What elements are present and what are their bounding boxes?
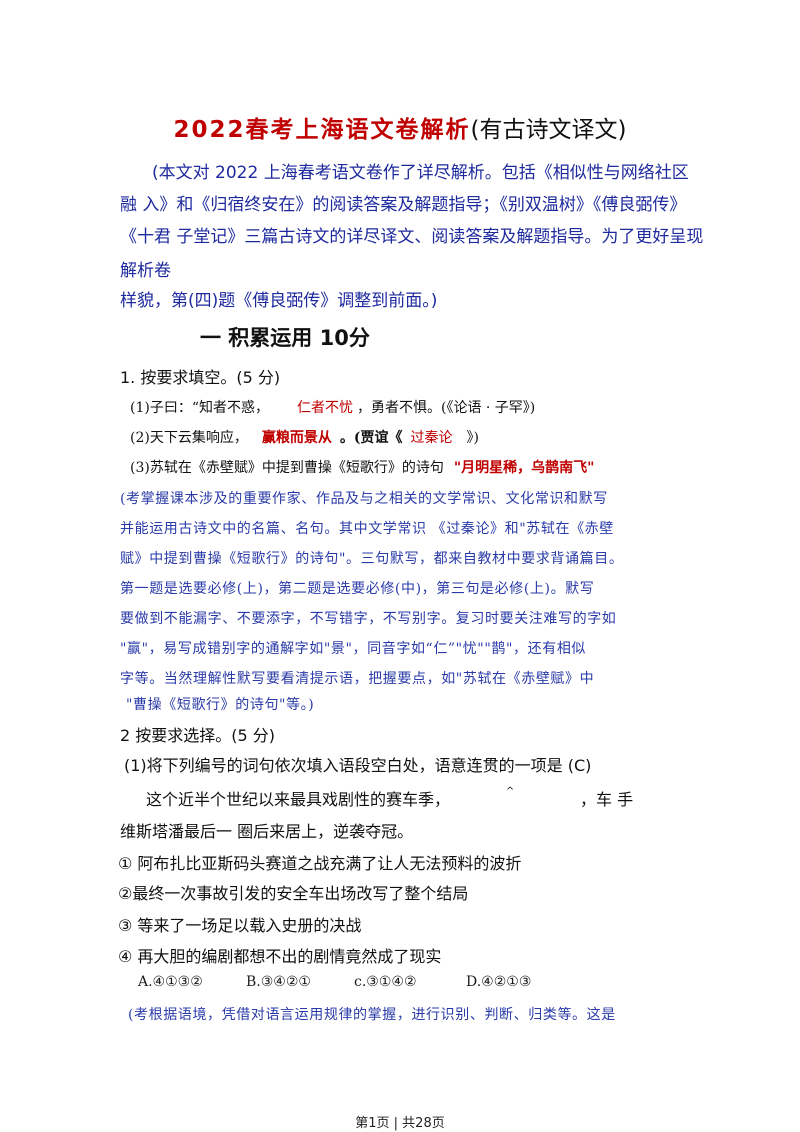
title-main: 2022春考上海语文卷解析 xyxy=(173,117,471,143)
intro-line: (本文对 2022 上海春考语文卷作了详尽解析。包括《相似性与网络社区 xyxy=(152,163,689,183)
q1-item-1-suffix: ，勇者不惧。(《论语 · 子罕》) xyxy=(357,400,536,416)
q1-item-2-suffix: 》) xyxy=(466,430,479,446)
intro-line: 样貌，第(四)题《傅良弼传》调整到前面。) xyxy=(120,291,438,311)
q1-analysis-line: 字等。当然理解性默写要看清提示语，把握要点，如"苏轼在《赤壁赋》中 xyxy=(120,671,595,687)
q2-item: ④ 再大胆的编剧都想不出的剧情竟然成了现实 xyxy=(118,947,442,966)
q2-item: ③ 等来了一场足以载入史册的决战 xyxy=(118,916,362,935)
q1-analysis-line: "曹操《短歌行》的诗句"等。) xyxy=(126,697,315,713)
q2-passage-line1: 这个近半个世纪以来最具戏剧性的赛车季， ^ ，车 手 xyxy=(146,786,633,810)
q1-analysis-line: 第一题是选要必修(上)，第二题是选要必修(中)，第三句是必修(上)。默写 xyxy=(120,581,595,597)
q1-analysis-line: 要做到不能漏字、不要添字，不写错字，不写别字。复习时要关注难写的字如 xyxy=(120,611,617,627)
intro-line: 融 入》和《归宿终安在》的阅读答案及解题指导；《别双温树》《傅良弼传》 xyxy=(120,195,687,215)
q1-item-1-prefix: (1)子曰：“知者不惑， xyxy=(130,400,269,416)
document-title: 2022春考上海语文卷解析(有古诗文译文) xyxy=(0,110,800,144)
intro-line: 《十君 子堂记》三篇古诗文的详尽译文、阅读答案及解题指导。为了更好呈现 xyxy=(120,227,704,247)
q1-item-2: (2)天下云集响应， 赢粮而景从。(贾谊《过秦论》) xyxy=(130,427,479,447)
q1-analysis-line: (考掌握课本涉及的重要作家、作品及与之相关的文学常识、文化常识和默写 xyxy=(120,491,608,507)
q2-passage-line2: 维斯塔潘最后一 圈后来居上，逆袭夺冠。 xyxy=(120,822,414,841)
title-suffix: (有古诗文译文) xyxy=(470,117,627,143)
q1-item-2-answer: 赢粮而景从 xyxy=(261,430,332,446)
q1-item-3: (3)苏轼在《赤壁赋》中提到曹操《短歌行》的诗句 "月明星稀，乌鹊南飞" xyxy=(130,457,594,477)
q1-item-2-mid: 。(贾谊《 xyxy=(339,430,403,446)
q1-item-2-source: 过秦论 xyxy=(410,430,453,446)
q2-analysis-line: (考根据语境，凭借对语言运用规律的掌握，进行识别、判断、归类等。这是 xyxy=(128,1007,616,1023)
q2-option-b: B.③④②① xyxy=(246,974,311,990)
q2-item: ②最终一次事故引发的安全车出场改写了整个结局 xyxy=(118,884,469,903)
q2-heading: 2 按要求选择。(5 分) xyxy=(120,726,276,745)
q1-analysis-line: 并能运用古诗文中的名篇、名句。其中文学常识 《过秦论》和"苏轼在《赤壁 xyxy=(120,521,614,537)
q2-option-d: D.④②①③ xyxy=(466,974,532,990)
q1-item-3-answer: "月明星稀，乌鹊南飞" xyxy=(453,460,595,476)
intro-line: 解析卷 xyxy=(120,261,171,281)
q2-option-c: c.③①④② xyxy=(354,974,417,990)
q2-passage-2: ，车 手 xyxy=(580,790,634,809)
q1-item-3-prefix: (3)苏轼在《赤壁赋》中提到曹操《短歌行》的诗句 xyxy=(130,460,444,476)
page-footer: 第1页 | 共28页 xyxy=(355,1116,445,1131)
q1-analysis-line: 赋》中提到曹操《短歌行》的诗句"。三句默写，都来自教材中要求背诵篇目。 xyxy=(120,551,624,567)
q1-item-1: (1)子曰：“知者不惑， 仁者不忧，勇者不惧。(《论语 · 子罕》) xyxy=(130,397,535,417)
q2-blank-mark: ^ xyxy=(505,786,515,797)
q1-item-1-answer: 仁者不忧 xyxy=(297,400,353,416)
q2-passage-1: 这个近半个世纪以来最具戏剧性的赛车季， xyxy=(146,790,451,809)
q2-item: ① 阿布扎比亚斯码头赛道之战充满了让人无法预料的波折 xyxy=(118,854,522,873)
q2-sub1: (1)将下列编号的词句依次填入语段空白处，语意连贯的一项是 (C) xyxy=(124,756,592,775)
section-heading: 一 积累运用 10分 xyxy=(200,326,370,350)
q1-analysis-line: "赢"，易写成错别字的通解字如"景"，同音字如“仁”"忧""鹊"，还有相似 xyxy=(120,641,587,657)
q1-heading: 1. 按要求填空。(5 分) xyxy=(120,368,281,387)
q1-item-2-prefix: (2)天下云集响应， xyxy=(130,430,248,446)
q2-option-a: A.④①③② xyxy=(138,974,203,990)
